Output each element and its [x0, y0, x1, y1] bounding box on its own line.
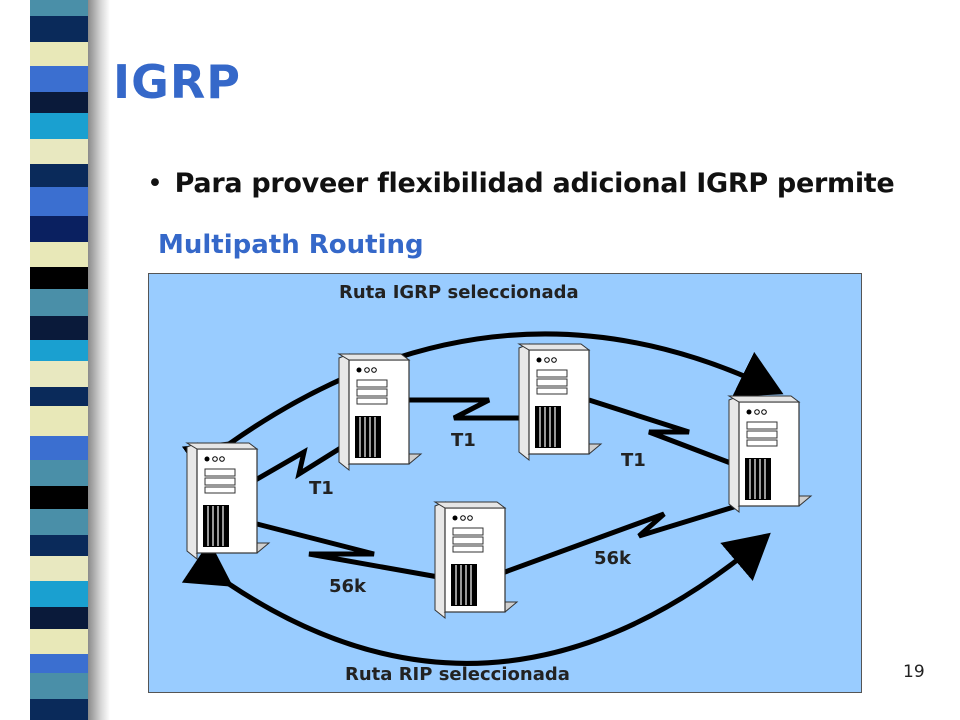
strip-block	[30, 66, 88, 93]
strip-block	[30, 216, 88, 243]
t1-link-center	[409, 397, 534, 421]
strip-block	[30, 163, 88, 187]
strip-block	[30, 509, 88, 536]
strip-block	[30, 41, 88, 67]
strip-block	[30, 580, 88, 607]
strip-block	[30, 460, 88, 487]
strip-block	[30, 653, 88, 673]
strip-block	[30, 435, 88, 461]
network-diagram: Ruta IGRP seleccionada T1 T1 T1 56k 56k …	[148, 273, 862, 693]
strip-block	[30, 266, 88, 290]
strip-block	[30, 387, 88, 407]
strip-block	[30, 406, 88, 436]
strip-block	[30, 556, 88, 581]
rip-route-arrow	[181, 532, 771, 666]
decorative-side-strip	[30, 0, 88, 720]
bullet-point: • Para proveer flexibilidad adicional IGR…	[147, 168, 895, 199]
slide-title: IGRP	[113, 55, 242, 109]
strip-block	[30, 535, 88, 557]
strip-block	[30, 486, 88, 510]
strip-block	[30, 92, 88, 114]
igrp-route-label: Ruta IGRP seleccionada	[339, 282, 579, 303]
strip-block	[30, 315, 88, 340]
strip-block	[30, 15, 88, 42]
56k-label-right: 56k	[594, 548, 632, 569]
strip-block	[30, 0, 88, 16]
page-number: 19	[903, 662, 925, 682]
strip-block	[30, 360, 88, 388]
server-top-right	[518, 343, 602, 461]
t1-link-right	[588, 397, 750, 473]
t1-label-right: T1	[621, 450, 646, 471]
t1-label-center: T1	[451, 430, 476, 451]
strip-block	[30, 629, 88, 654]
strip-block	[30, 186, 88, 217]
t1-label-left: T1	[309, 478, 334, 499]
strip-block	[30, 606, 88, 630]
server-left	[186, 442, 270, 560]
bullet-dot-icon: •	[147, 168, 163, 199]
strip-block	[30, 139, 88, 164]
rip-route-label: Ruta RIP seleccionada	[345, 664, 570, 685]
56k-label-left: 56k	[329, 576, 367, 597]
server-bottom	[434, 501, 518, 619]
side-strip-shadow	[88, 0, 110, 720]
strip-block	[30, 242, 88, 267]
igrp-route-arrow	[181, 331, 784, 488]
server-top-left	[338, 353, 422, 471]
server-right	[728, 395, 812, 513]
multipath-subtitle: Multipath Routing	[158, 230, 424, 260]
strip-block	[30, 113, 88, 140]
strip-block	[30, 699, 88, 720]
bullet-text: Para proveer flexibilidad adicional IGRP…	[174, 168, 895, 199]
t1-link-left	[250, 441, 349, 485]
diagram-canvas	[181, 331, 812, 666]
strip-block	[30, 672, 88, 700]
strip-block	[30, 289, 88, 316]
56k-link-left	[256, 521, 445, 581]
56k-link-right	[493, 503, 738, 579]
strip-block	[30, 339, 88, 361]
